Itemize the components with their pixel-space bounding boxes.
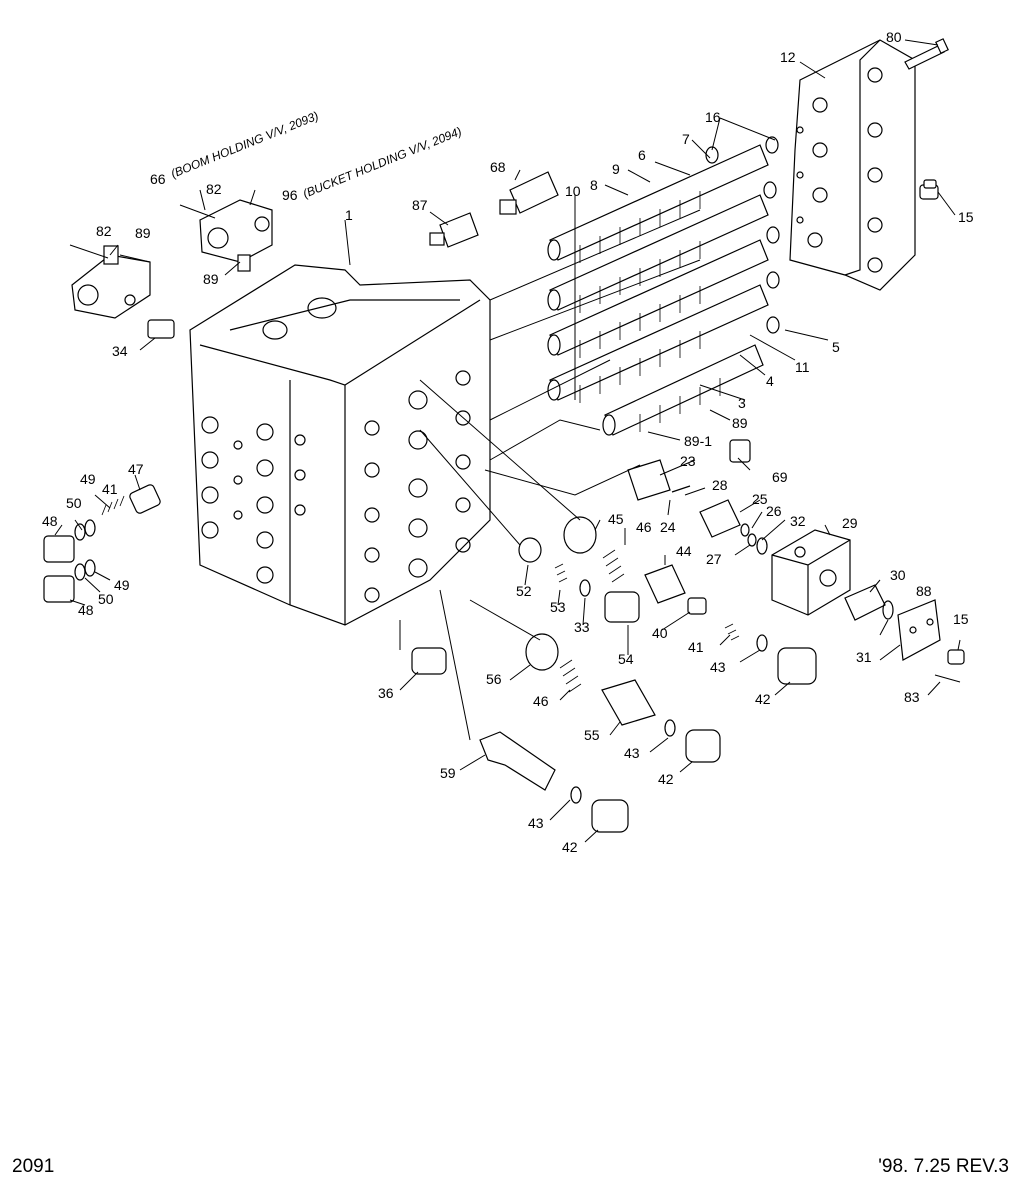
callout-1: 1 (345, 207, 353, 223)
bolts-82 (69, 204, 216, 259)
callout-43-upper: 43 (710, 659, 726, 675)
callout-6: 6 (638, 147, 646, 163)
callout-89-left: 89 (135, 225, 151, 241)
callout-31: 31 (856, 649, 872, 665)
callout-labels: 80 12 16 7 6 9 8 10 68 87 15 66 96 82 82… (42, 29, 974, 855)
callout-96: 96 (282, 187, 298, 203)
callout-59: 59 (440, 765, 456, 781)
callout-25: 25 (752, 491, 768, 507)
callout-28: 28 (712, 477, 728, 493)
callout-68: 68 (490, 159, 506, 175)
callout-5: 5 (832, 339, 840, 355)
boom-holding-valve (71, 245, 151, 319)
boom-holding-note: (BOOM HOLDING V/V, 2093) (169, 109, 321, 181)
callout-82-right: 82 (206, 181, 222, 197)
callout-24: 24 (660, 519, 676, 535)
callout-26: 26 (766, 503, 782, 519)
callout-42-middle: 42 (658, 771, 674, 787)
callout-7: 7 (682, 131, 690, 147)
sensor-68 (499, 171, 559, 215)
relief-parts-left (43, 484, 161, 603)
callout-41-left: 41 (102, 481, 118, 497)
main-valve-body (189, 264, 491, 626)
callout-30: 30 (890, 567, 906, 583)
callout-69: 69 (772, 469, 788, 485)
callout-49-upper: 49 (80, 471, 96, 487)
callout-23: 23 (680, 453, 696, 469)
callout-44: 44 (676, 543, 692, 559)
callout-43-lower: 43 (528, 815, 544, 831)
relief-parts-right (627, 439, 965, 683)
callout-15-lower: 15 (953, 611, 969, 627)
callout-3: 3 (738, 395, 746, 411)
sensor-87 (429, 212, 479, 248)
callout-15-upper: 15 (958, 209, 974, 225)
callout-89-1: 89-1 (684, 433, 712, 449)
callout-8: 8 (590, 177, 598, 193)
callout-34: 34 (112, 343, 128, 359)
callout-49-lower: 49 (114, 577, 130, 593)
plug-34 (147, 319, 175, 339)
lower-parts (411, 516, 817, 833)
callout-89-right: 89 (732, 415, 748, 431)
page-number: 2091 (12, 1156, 55, 1177)
callout-87: 87 (412, 197, 428, 213)
callout-53: 53 (550, 599, 566, 615)
callout-36: 36 (378, 685, 394, 701)
leader-lines (54, 39, 961, 843)
callout-40: 40 (652, 625, 668, 641)
bucket-holding-valve (199, 199, 273, 272)
callout-54: 54 (618, 651, 634, 667)
callout-88: 88 (916, 583, 932, 599)
callout-52: 52 (516, 583, 532, 599)
bolt-80 (904, 38, 949, 70)
callout-10: 10 (565, 183, 581, 199)
callout-45: 45 (608, 511, 624, 527)
callout-48-lower: 48 (78, 602, 94, 618)
orings-16-5 (705, 136, 780, 334)
revision-date: '98. 7.25 REV.3 (878, 1156, 1009, 1177)
callout-46-lower: 46 (533, 693, 549, 709)
callout-42-upper: 42 (755, 691, 771, 707)
callout-82-left: 82 (96, 223, 112, 239)
bucket-holding-note: (BUCKET HOLDING V/V, 2094) (301, 124, 464, 201)
callout-42-lower: 42 (562, 839, 578, 855)
callout-50-lower: 50 (98, 591, 114, 607)
callout-43-middle: 43 (624, 745, 640, 761)
callout-4: 4 (766, 373, 774, 389)
spool-set (547, 144, 769, 436)
callout-47: 47 (128, 461, 144, 477)
callout-80: 80 (886, 29, 902, 45)
callout-41-right: 41 (688, 639, 704, 655)
callout-32: 32 (790, 513, 806, 529)
callout-56: 56 (486, 671, 502, 687)
callout-27: 27 (706, 551, 722, 567)
callout-66: 66 (150, 171, 166, 187)
callout-55: 55 (584, 727, 600, 743)
callout-12: 12 (780, 49, 796, 65)
callout-48-upper: 48 (42, 513, 58, 529)
callout-50-upper: 50 (66, 495, 82, 511)
callout-46-upper: 46 (636, 519, 652, 535)
callout-11: 11 (795, 359, 810, 375)
callout-29: 29 (842, 515, 858, 531)
callout-89-center: 89 (203, 271, 219, 287)
callout-16: 16 (705, 109, 721, 125)
callout-83: 83 (904, 689, 920, 705)
plug-15-upper (919, 179, 939, 200)
end-cover-plate (789, 39, 916, 291)
callout-9: 9 (612, 161, 620, 177)
callout-33: 33 (574, 619, 590, 635)
